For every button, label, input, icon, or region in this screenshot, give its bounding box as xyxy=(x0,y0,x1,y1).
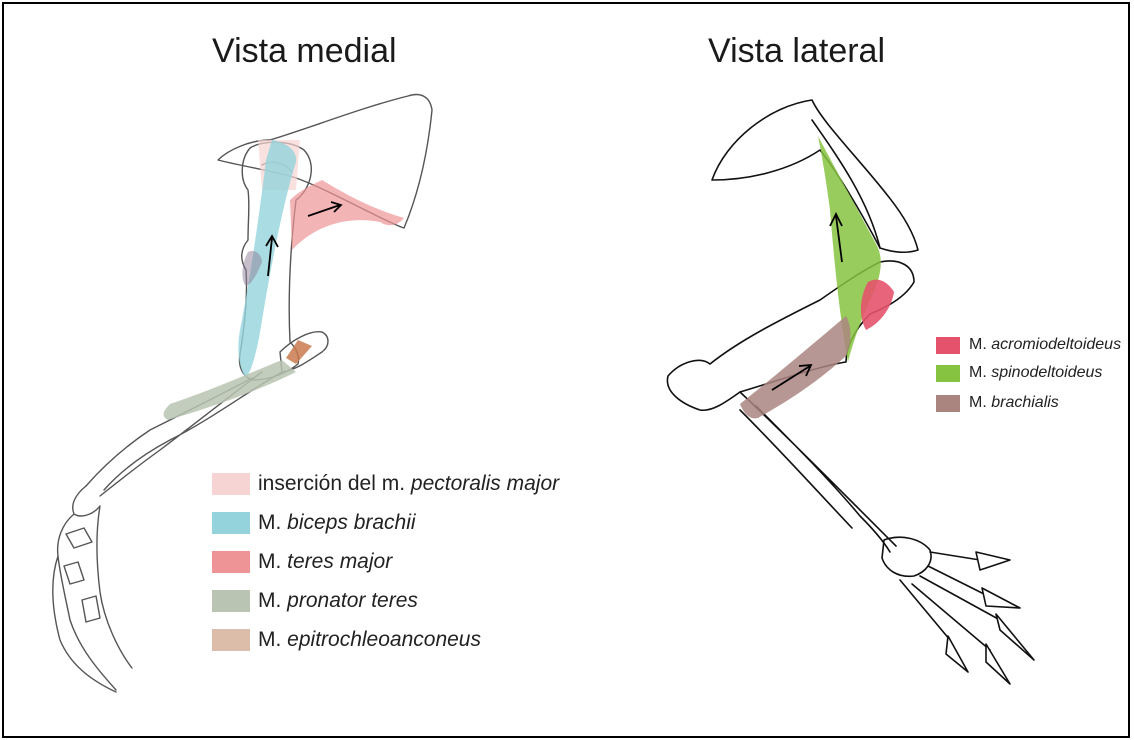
legend-muscle-name: acromiodeltoideus xyxy=(991,336,1121,354)
legend-swatch xyxy=(212,551,250,573)
legend-prefix: M. xyxy=(258,550,287,574)
legend-prefix: M. xyxy=(258,589,287,613)
legend-item-brachialis: M. brachialis xyxy=(936,394,1059,412)
legend-prefix: M. xyxy=(258,511,287,535)
lateral-carpus xyxy=(882,537,931,576)
legend-item-teres-major: M. teres major xyxy=(212,550,392,574)
lateral-forelimb-drawing xyxy=(667,100,1034,684)
legend-muscle-name: teres major xyxy=(287,550,392,574)
legend-swatch xyxy=(212,629,250,651)
legend-item-pronator-teres: M. pronator teres xyxy=(212,589,418,613)
legend-item-biceps-brachii: M. biceps brachii xyxy=(212,511,416,535)
legend-muscle-name: epitrochleoanconeus xyxy=(287,628,481,652)
legend-swatch xyxy=(212,590,250,612)
lateral-scapula xyxy=(712,100,918,252)
medial-manus xyxy=(53,486,132,692)
legend-prefix: M. xyxy=(969,364,991,382)
legend-item-spinodeltoideus: M. spinodeltoideus xyxy=(936,364,1102,382)
teres-major-muscle xyxy=(290,180,404,250)
legend-item-epitrochleoanconeus: M. epitrochleoanconeus xyxy=(212,628,481,652)
legend-prefix: M. xyxy=(969,336,991,354)
legend-muscle-name: biceps brachii xyxy=(287,511,415,535)
legend-swatch xyxy=(936,395,960,412)
acromiodeltoideus-muscle xyxy=(861,280,894,330)
legend-prefix: inserción del m. xyxy=(258,472,411,496)
brachialis-muscle xyxy=(740,316,851,418)
legend-prefix: M. xyxy=(258,628,287,652)
lateral-forearm xyxy=(740,392,896,552)
legend-item-pectoralis-major: inserción del m. pectoralis major xyxy=(212,472,559,496)
legend-swatch xyxy=(212,512,250,534)
legend-swatch xyxy=(212,473,250,495)
legend-item-acromiodeltoideus: M. acromiodeltoideus xyxy=(936,336,1121,354)
pronator-teres-muscle xyxy=(164,360,296,420)
legend-swatch xyxy=(936,365,960,382)
legend-muscle-name: pronator teres xyxy=(287,589,418,613)
legend-muscle-name: spinodeltoideus xyxy=(991,364,1102,382)
legend-muscle-name: pectoralis major xyxy=(411,472,559,496)
legend-swatch xyxy=(936,337,960,354)
legend-muscle-name: brachialis xyxy=(991,394,1059,412)
legend-prefix: M. xyxy=(969,394,991,412)
